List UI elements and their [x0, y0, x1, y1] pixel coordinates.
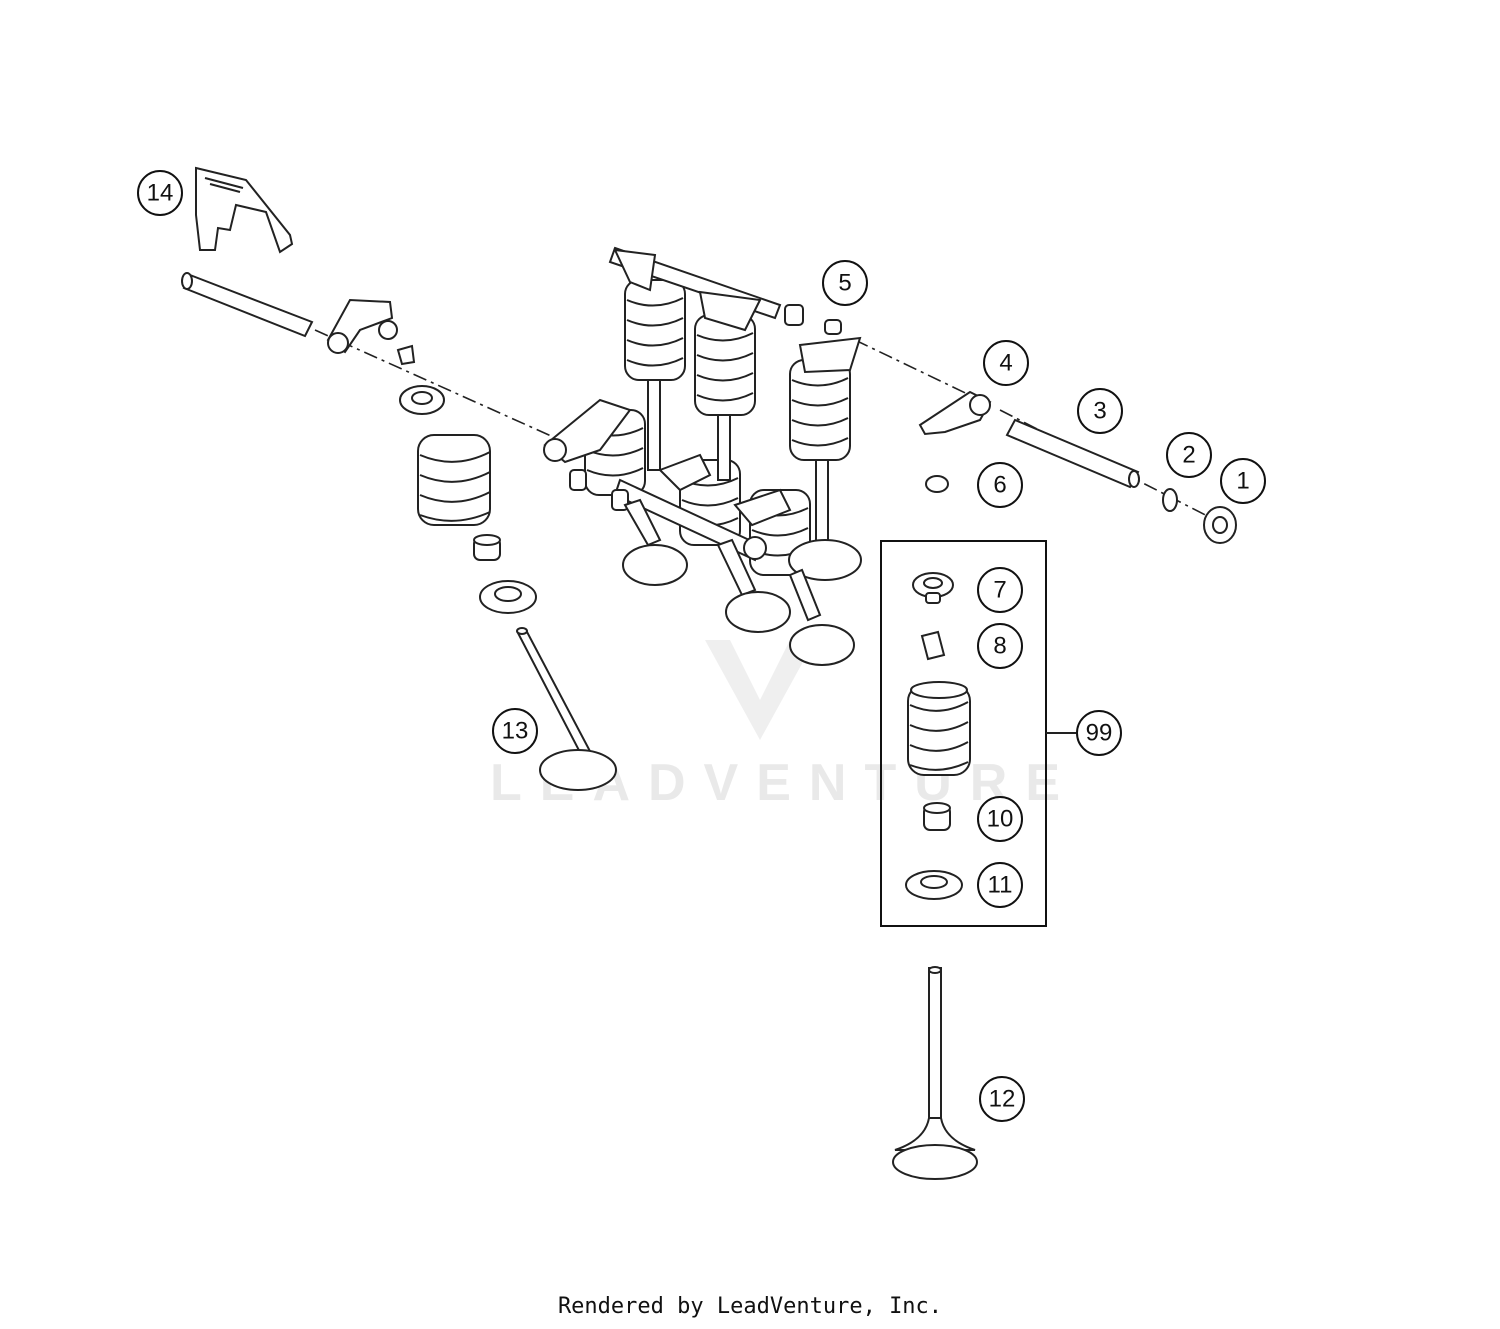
part-keeper-left	[396, 344, 416, 366]
svg-text:5: 5	[838, 270, 851, 297]
svg-text:11: 11	[988, 872, 1013, 899]
part-seal-left	[473, 534, 501, 561]
callout-4: 4	[983, 340, 1029, 386]
part-seal-10	[923, 802, 951, 831]
part-rocker-arm-4	[918, 390, 992, 436]
callout-11: 11	[977, 862, 1023, 908]
part-rocker-shaft-left	[181, 272, 314, 338]
callout-10: 10	[977, 796, 1023, 842]
part-rocker-arm-left	[326, 298, 398, 354]
svg-text:7: 7	[993, 577, 1006, 604]
part-bolt-5	[824, 319, 842, 335]
part-keeper-8	[920, 630, 946, 661]
svg-text:4: 4	[999, 350, 1012, 377]
part-retainer-7	[912, 572, 954, 604]
footer-credit: Rendered by LeadVenture, Inc.	[557, 1294, 943, 1319]
callout-5: 5	[822, 260, 868, 306]
callout-6: 6	[977, 462, 1023, 508]
svg-text:6: 6	[993, 472, 1006, 499]
callout-3: 3	[1077, 388, 1123, 434]
callout-14: 14	[137, 170, 183, 216]
part-retainer-left	[399, 385, 445, 415]
svg-text:13: 13	[502, 718, 529, 745]
part-valve-13	[516, 627, 617, 791]
svg-text:2: 2	[1182, 442, 1195, 469]
callout-1: 1	[1220, 458, 1266, 504]
part-o-ring-2	[1162, 488, 1178, 512]
callout-13: 13	[492, 708, 538, 754]
svg-text:12: 12	[989, 1086, 1016, 1113]
assembly-axis-right	[854, 339, 981, 401]
svg-text:14: 14	[147, 180, 174, 207]
svg-text:8: 8	[993, 633, 1006, 660]
callout-2: 2	[1166, 432, 1212, 478]
callout-7: 7	[977, 567, 1023, 613]
svg-text:3: 3	[1093, 398, 1106, 425]
assembly-axis-left	[314, 329, 561, 441]
part-spring-kit	[907, 681, 971, 776]
watermark-logo	[705, 640, 815, 740]
callout-99: 99	[1076, 710, 1122, 756]
callout-8: 8	[977, 623, 1023, 669]
part-bracket-14	[195, 166, 294, 254]
part-spring-seat-left	[479, 580, 537, 614]
part-spring-left	[417, 434, 491, 526]
callout-12: 12	[979, 1076, 1025, 1122]
part-valve-cluster	[622, 379, 862, 666]
part-shaft-3	[1005, 418, 1140, 489]
part-valve-12	[892, 966, 978, 1180]
part-shim-6	[925, 475, 949, 493]
svg-text:99: 99	[1086, 720, 1113, 747]
part-spring-seat-11	[905, 870, 963, 900]
svg-text:1: 1	[1236, 468, 1249, 495]
assembly-axis-right-2	[999, 409, 1226, 526]
part-plug-1	[1203, 506, 1237, 544]
svg-text:10: 10	[987, 806, 1014, 833]
